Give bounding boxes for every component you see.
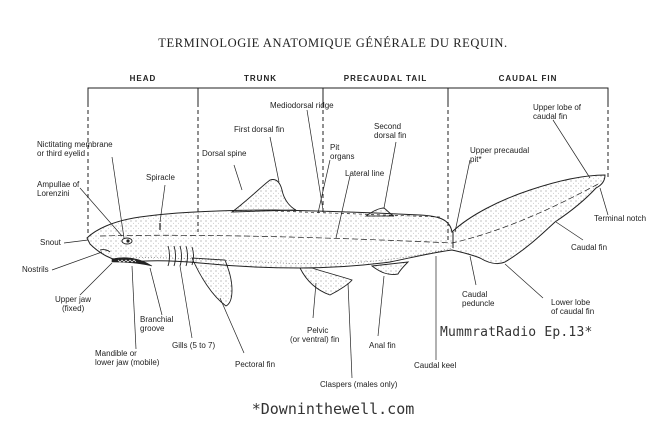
label-nictitating-membrane-2: or third eyelid	[37, 149, 86, 158]
pectoral-fin	[191, 257, 233, 307]
label-upper-precaudal-pit-2: pit*	[470, 155, 482, 164]
label-pectoral-fin: Pectoral fin	[235, 360, 276, 369]
label-pelvic-fin-2: (or ventral) fin	[290, 335, 340, 344]
label-ampullae: Ampullae of	[37, 180, 80, 189]
label-lower-lobe: Lower lobe	[551, 298, 591, 307]
label-mediodorsal-ridge: Mediodorsal ridge	[270, 101, 334, 110]
section-head: HEAD	[129, 74, 157, 83]
label-dorsal-spine: Dorsal spine	[202, 149, 247, 158]
section-caudal-fin: CAUDAL FIN	[498, 74, 558, 83]
label-pit-organs: Pit	[330, 143, 340, 152]
label-upper-precaudal-pit: Upper precaudal	[470, 146, 530, 155]
label-upper-lobe-2: caudal fin	[533, 112, 568, 121]
label-snout: Snout	[40, 238, 61, 247]
pelvic-fin	[299, 267, 353, 296]
diagram-title: TERMINOLOGIE ANATOMIQUE GÉNÉRALE DU REQU…	[158, 36, 508, 50]
label-pit-organs-2: organs	[330, 152, 355, 161]
label-second-dorsal-fin: Second	[374, 122, 402, 131]
label-caudal-keel: Caudal keel	[414, 361, 457, 370]
label-spiracle: Spiracle	[146, 173, 175, 182]
shark-body	[86, 174, 606, 269]
label-pelvic-fin: Pelvic	[307, 326, 329, 335]
first-dorsal-fin	[230, 179, 297, 213]
label-ampullae-2: Lorenzini	[37, 189, 70, 198]
label-nictitating-membrane: Nictitating membrane	[37, 140, 113, 149]
section-brackets	[87, 87, 609, 240]
label-mandible-2: lower jaw (mobile)	[95, 358, 160, 367]
label-anal-fin: Anal fin	[369, 341, 396, 350]
label-second-dorsal-fin-2: dorsal fin	[374, 131, 407, 140]
label-caudal-fin: Caudal fin	[571, 243, 608, 252]
label-upper-jaw: Upper jaw	[55, 295, 92, 304]
section-trunk: TRUNK	[244, 74, 277, 83]
watermark-episode: MummratRadio Ep.13*	[440, 325, 593, 340]
label-upper-lobe: Upper lobe of	[533, 103, 582, 112]
watermark-site: *Downinthewell.com	[251, 400, 415, 418]
label-terminal-notch: Terminal notch	[594, 214, 647, 223]
label-upper-jaw-2: (fixed)	[62, 304, 85, 313]
label-gills: Gills (5 to 7)	[172, 341, 216, 350]
label-claspers: Claspers (males only)	[320, 380, 398, 389]
label-lateral-line: Lateral line	[345, 169, 385, 178]
label-mandible: Mandible or	[95, 349, 137, 358]
label-lower-lobe-2: of caudal fin	[551, 307, 595, 316]
body-lower-shading	[129, 247, 453, 265]
label-caudal-peduncle: Caudal	[462, 290, 488, 299]
section-precaudal-tail: PRECAUDAL TAIL	[343, 74, 428, 83]
label-caudal-peduncle-2: peduncle	[462, 299, 495, 308]
label-branchial-groove-2: groove	[140, 324, 165, 333]
anal-fin	[370, 261, 410, 275]
gill-slits	[167, 245, 194, 267]
label-branchial-groove: Branchial	[140, 315, 174, 324]
label-nostrils: Nostrils	[22, 265, 49, 274]
nostril	[99, 249, 111, 253]
label-first-dorsal-fin: First dorsal fin	[234, 125, 285, 134]
leader-lines	[51, 109, 609, 379]
